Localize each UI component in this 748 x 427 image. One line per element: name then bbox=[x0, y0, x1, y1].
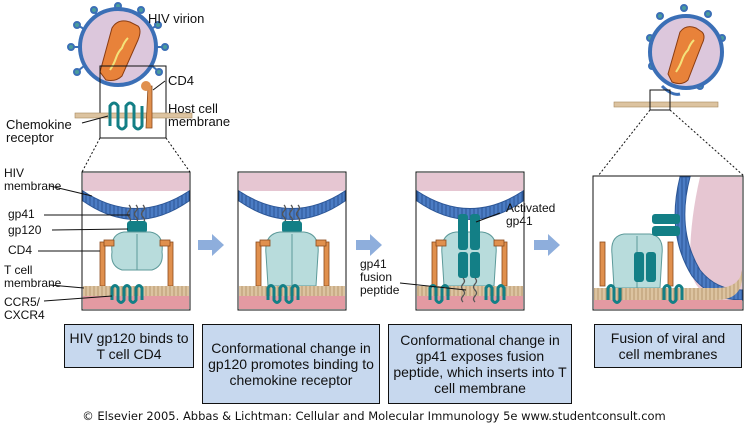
virion-spikes bbox=[67, 2, 169, 76]
chemokine-receptor-label: Chemokine receptor bbox=[6, 117, 72, 145]
copyright-text: © Elsevier 2005. Abbas & Lichtman: Cellu… bbox=[82, 409, 666, 423]
arrow-2 bbox=[356, 234, 382, 256]
activated-gp41-label: Activated gp41 bbox=[506, 201, 556, 228]
arrow-3 bbox=[534, 234, 560, 256]
top-right-membrane bbox=[613, 101, 719, 108]
zoom-box-right bbox=[649, 89, 671, 111]
gp120-label: gp120 bbox=[8, 223, 42, 237]
gp41-label: gp41 bbox=[8, 207, 35, 221]
hiv-virion-label: HIV virion bbox=[148, 11, 205, 26]
hiv-membrane-label: HIV membrane bbox=[4, 166, 62, 193]
ccr5-cxcr4-label: CCR5/ CXCR4 bbox=[4, 295, 45, 322]
panel-3 bbox=[415, 171, 525, 311]
caption-step-3: Conformational change in gp41 exposes fu… bbox=[388, 324, 572, 404]
panel-1 bbox=[81, 171, 191, 311]
caption-step-1: HIV gp120 binds to T cell CD4 bbox=[64, 324, 194, 368]
top-chemokine-receptor bbox=[108, 101, 144, 131]
top-cd4 bbox=[141, 81, 153, 129]
caption-step-2: Conformational change in gp120 promotes … bbox=[202, 324, 380, 404]
arrow-1 bbox=[198, 234, 224, 256]
hiv-virion-right bbox=[646, 4, 726, 96]
panel-1-leaders bbox=[38, 185, 130, 302]
panel-2 bbox=[237, 171, 347, 311]
cd4-top-label: CD4 bbox=[168, 73, 195, 88]
host-cell-membrane-label: Host cell membrane bbox=[168, 101, 231, 129]
cd4-label: CD4 bbox=[8, 243, 33, 257]
caption-step-4: Fusion of viral and cell membranes bbox=[594, 324, 742, 368]
zoom-box bbox=[99, 65, 167, 139]
gp41-fusion-peptide-label: gp41 fusion peptide bbox=[360, 257, 400, 297]
panel-4 bbox=[592, 175, 744, 311]
t-cell-membrane-label: T cell membrane bbox=[4, 263, 62, 290]
